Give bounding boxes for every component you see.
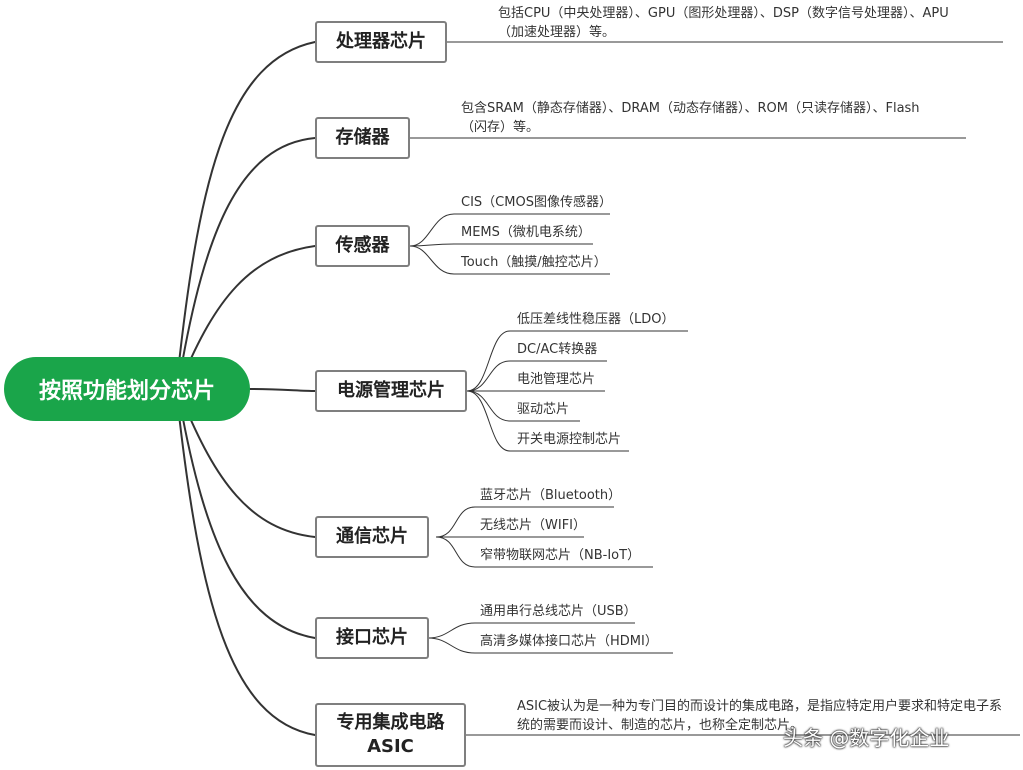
comm-item-nbiot: 窄带物联网芯片（NB-IoT）: [480, 548, 641, 563]
watermark: 头条 @数字化企业: [783, 726, 950, 750]
processor-description: 包括CPU（中央处理器）、GPU（图形处理器）、DSP（数字信号处理器）、APU…: [498, 6, 949, 40]
root-node: 按照功能划分芯片: [4, 357, 250, 421]
branch-processor-chip: 处理器芯片: [315, 21, 447, 63]
asic-label-line1: 专用集成电路: [336, 712, 445, 733]
power-item-switching: 开关电源控制芯片: [517, 432, 622, 447]
comm-item-wifi: 无线芯片（WIFI）: [480, 518, 586, 533]
branch-power-management-chip: 电源管理芯片: [315, 370, 467, 412]
power-item-dcac: DC/AC转换器: [517, 342, 598, 357]
branch-interface-chip: 接口芯片: [315, 617, 429, 659]
branch-memory: 存储器: [315, 117, 410, 159]
branch-communication-chip: 通信芯片: [315, 516, 429, 558]
asic-description: ASIC被认为是一种为专门目的而设计的集成电路，是指应特定用户要求和特定电子系统…: [517, 699, 1003, 733]
memory-description: 包含SRAM（静态存储器）、DRAM（动态存储器）、ROM（只读存储器）、Fla…: [461, 101, 920, 135]
asic-label-line2: ASIC: [367, 736, 414, 757]
sensor-item-cis: CIS（CMOS图像传感器）: [461, 195, 612, 210]
interface-item-usb: 通用串行总线芯片（USB）: [480, 604, 637, 619]
sensor-item-touch: Touch（触摸/触控芯片）: [461, 255, 607, 270]
power-item-battery: 电池管理芯片: [517, 372, 596, 387]
comm-item-bluetooth: 蓝牙芯片（Bluetooth）: [480, 488, 622, 503]
sensor-item-mems: MEMS（微机电系统）: [461, 225, 591, 240]
power-item-driver: 驱动芯片: [517, 402, 570, 417]
branch-sensor: 传感器: [315, 225, 410, 267]
branch-asic: 专用集成电路 ASIC: [315, 703, 466, 767]
power-item-ldo: 低压差线性稳压器（LDO）: [517, 312, 675, 327]
interface-item-hdmi: 高清多媒体接口芯片（HDMI）: [480, 634, 658, 649]
